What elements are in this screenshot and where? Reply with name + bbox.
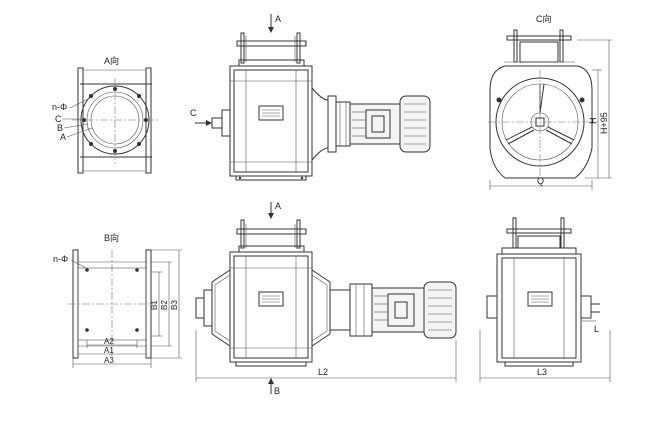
a-view-flange: A向 n-Φ C B A: [52, 55, 158, 174]
a1-label: A1: [104, 346, 114, 355]
q-label: Q: [537, 176, 544, 186]
a3-label: A3: [104, 356, 114, 365]
a2-label: A2: [104, 337, 114, 346]
c-view-title: C向: [536, 13, 552, 24]
arrow-b-label: B: [274, 386, 280, 396]
l3-label: L3: [537, 367, 547, 377]
a-view-title: A向: [104, 55, 119, 66]
front-view-bottom: A B: [195, 201, 457, 396]
arrow-a-label-top: A: [275, 14, 281, 24]
h-label: H: [588, 118, 598, 125]
arrow-a-label-bottom: A: [275, 201, 281, 211]
n-phi-label-top: n-Φ: [52, 102, 67, 112]
front-view-top: A C: [190, 14, 431, 181]
b3-label: B3: [170, 300, 179, 310]
b1-label: B1: [150, 300, 159, 310]
a-label: A: [60, 132, 66, 142]
l-label: L: [594, 324, 599, 334]
b-label: B: [57, 123, 63, 133]
h95-label: H+95: [599, 112, 609, 134]
b2-label: B2: [160, 300, 169, 310]
b-view: B向 n-Φ B1 B2 B3 A2: [53, 232, 182, 368]
l2-label: L2: [318, 367, 328, 377]
n-phi-label-bottom: n-Φ: [53, 254, 68, 264]
c-view: C向 H H+95 Q: [488, 13, 612, 190]
b-view-title: B向: [104, 232, 119, 243]
arrow-c-label: C: [190, 108, 197, 118]
c-label: C: [55, 114, 62, 124]
side-view-bottom: L L3: [479, 217, 611, 382]
